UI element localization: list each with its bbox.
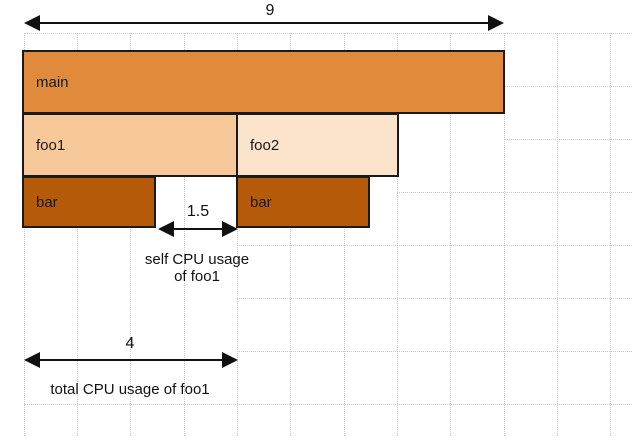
gridline-vertical [344, 33, 345, 436]
arrow-head-left-total-cpu [24, 352, 40, 368]
dimension-line-total-cpu [28, 359, 234, 361]
arrow-head-right-total-cpu [222, 352, 238, 368]
frame-label-bar-2: bar [250, 193, 272, 211]
frame-bar-under-foo1[interactable]: bar [22, 176, 156, 228]
frame-foo1[interactable]: foo1 [22, 113, 238, 177]
arrow-head-left-total-main [24, 15, 40, 31]
gridline-vertical [504, 33, 505, 436]
gridline-horizontal [24, 404, 632, 405]
dimension-caption-self-cpu: self CPU usage of foo1 [144, 251, 250, 286]
frame-label-main: main [36, 73, 69, 91]
frame-foo2[interactable]: foo2 [236, 113, 399, 177]
arrow-head-right-total-main [488, 15, 504, 31]
gridline-vertical [450, 33, 451, 436]
gridline-vertical [24, 33, 25, 436]
dimension-value-total-main: 9 [265, 2, 275, 19]
frame-bar-under-foo2[interactable]: bar [236, 176, 370, 228]
arrow-head-right-self-cpu [222, 221, 238, 237]
dimension-line-total-main [28, 22, 498, 24]
frame-label-bar-1: bar [36, 193, 58, 211]
frame-main[interactable]: main [22, 50, 505, 114]
gridline-vertical [397, 33, 398, 436]
gridline-horizontal [504, 86, 632, 87]
frame-label-foo2: foo2 [250, 136, 280, 154]
gridline-vertical [130, 33, 131, 436]
frame-label-foo1: foo1 [36, 136, 66, 154]
gridline-horizontal [237, 351, 632, 352]
gridline-vertical [557, 33, 558, 436]
gridline-vertical [77, 33, 78, 436]
dimension-line-self-cpu [170, 228, 226, 230]
dimension-caption-total-cpu: total CPU usage of foo1 [50, 381, 210, 398]
dimension-value-total-cpu: 4 [125, 335, 135, 352]
gridline-horizontal [24, 33, 632, 34]
dimension-value-self-cpu: 1.5 [186, 203, 210, 220]
gridline-vertical [184, 33, 185, 436]
gridline-horizontal [237, 245, 632, 246]
arrow-head-left-self-cpu [158, 221, 174, 237]
gridline-horizontal [397, 192, 632, 193]
gridline-horizontal [237, 298, 632, 299]
gridline-horizontal [504, 139, 632, 140]
gridline-vertical [290, 33, 291, 436]
gridline-vertical [610, 33, 611, 436]
